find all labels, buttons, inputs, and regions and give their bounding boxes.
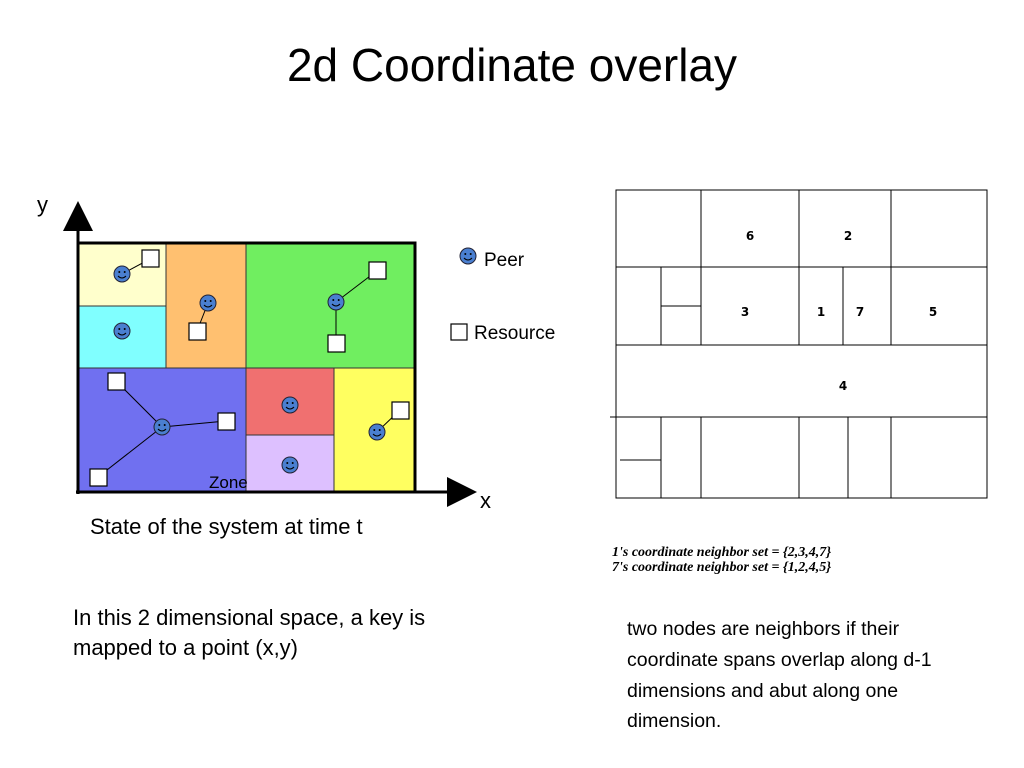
resource-square-icon: [368, 261, 387, 280]
grid-cell-5: 5: [929, 305, 937, 319]
peer-smiley-icon: [153, 418, 171, 436]
peer-smiley-icon: [281, 396, 299, 414]
peer-smiley-icon: [113, 265, 131, 283]
description-text: In this 2 dimensional space, a key is ma…: [73, 605, 426, 661]
square-icon: [450, 323, 468, 341]
neighbor-rule-text: two nodes are neighbors if their coordin…: [627, 618, 932, 733]
peers: [113, 265, 386, 474]
peer-smiley-icon: [327, 293, 345, 311]
neighbor-grid: [610, 189, 988, 499]
resource-square-icon: [188, 322, 207, 341]
neighbor-sets: 1's coordinate neighbor set = {2,3,4,7} …: [612, 545, 832, 575]
resource-square-icon: [107, 372, 126, 391]
grid-cell-4: 4: [839, 379, 847, 393]
grid-cell-3: 3: [741, 305, 749, 319]
grid-cell-7: 7: [856, 305, 864, 319]
grid-cell-2: 2: [844, 229, 852, 243]
peer-smiley-icon: [113, 322, 131, 340]
neighbor-grid-labels: 6 2 3 1 7 5 4: [741, 229, 937, 393]
legend: Peer Resource: [450, 247, 555, 344]
diagram-caption: State of the system at time t: [90, 514, 363, 539]
resource-square-icon: [327, 334, 346, 353]
legend-peer-label: Peer: [484, 250, 525, 271]
peer-smiley-icon: [281, 456, 299, 474]
resource-square-icon: [89, 468, 108, 487]
grid-border: [615, 189, 988, 499]
grid-cell-1: 1: [817, 305, 825, 319]
legend-resource-label: Resource: [474, 323, 555, 344]
neighbor-set-line-1: 1's coordinate neighbor set = {2,3,4,7}: [612, 545, 832, 560]
resources: [89, 249, 410, 487]
peer-smiley-icon: [199, 294, 217, 312]
grid-cell-6: 6: [746, 229, 754, 243]
resource-square-icon: [391, 401, 410, 420]
smiley-face-icon: [459, 247, 477, 265]
neighbor-set-line-2: 7's coordinate neighbor set = {1,2,4,5}: [612, 559, 832, 575]
resource-square-icon: [141, 249, 160, 268]
slide-title: 2d Coordinate overlay: [286, 39, 738, 91]
x-axis-label: x: [480, 488, 491, 513]
y-axis-label: y: [37, 192, 48, 217]
peer-smiley-icon: [368, 423, 386, 441]
resource-square-icon: [217, 412, 236, 431]
zone-label: Zone: [209, 473, 248, 492]
